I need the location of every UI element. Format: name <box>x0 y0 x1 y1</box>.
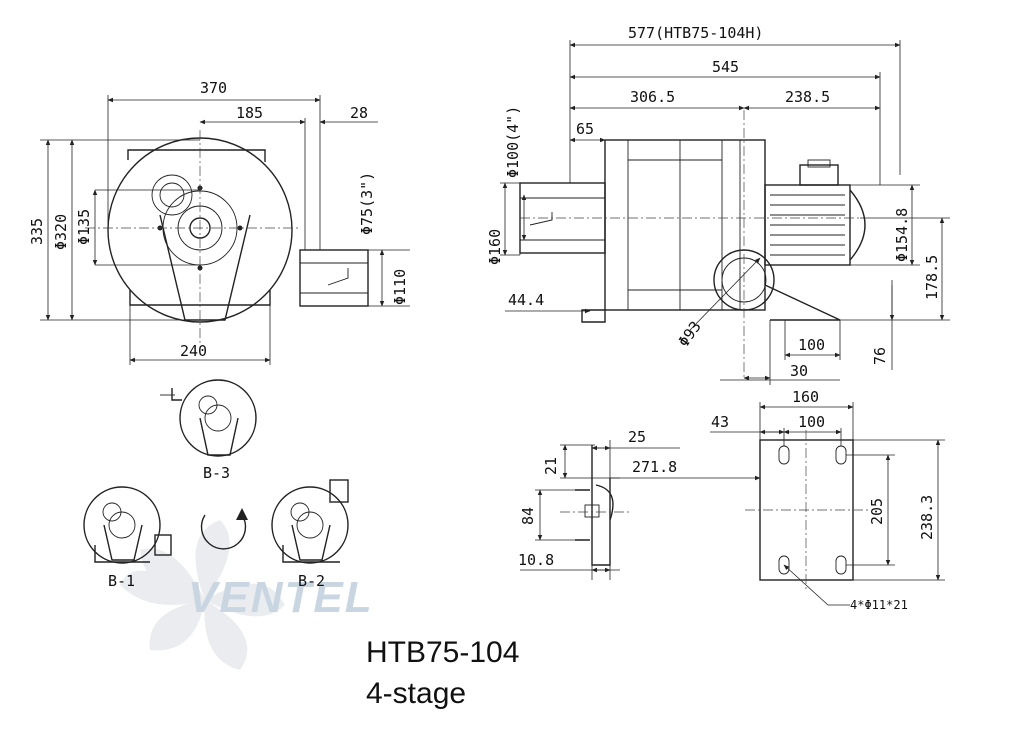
dim-160: 160 <box>792 388 819 406</box>
side-view <box>519 110 866 380</box>
dim-phi135: Φ135 <box>75 209 93 245</box>
dim-545: 545 <box>712 58 739 76</box>
dim-phi75: Φ75(3") <box>358 172 376 235</box>
label-b2: B-2 <box>298 572 325 590</box>
label-b1: B-1 <box>108 572 135 590</box>
dim-10-8: 10.8 <box>518 551 554 569</box>
front-view <box>85 130 369 345</box>
dim-phi160: Φ160 <box>486 229 504 265</box>
dim-phi100: Φ100(4") <box>504 106 522 178</box>
dim-240: 240 <box>180 342 207 360</box>
dim-335: 335 <box>28 218 46 245</box>
dim-370: 370 <box>200 79 227 97</box>
dim-577: 577(HTB75-104H) <box>628 24 763 42</box>
stages-label: 4-stage <box>366 677 467 710</box>
label-b3: B-3 <box>203 464 230 482</box>
dim-30: 30 <box>790 362 808 380</box>
dim-43: 43 <box>711 413 729 431</box>
dim-185: 185 <box>236 104 263 122</box>
bracket-side-view <box>560 445 630 566</box>
dim-178-5: 178.5 <box>923 255 941 300</box>
dim-238-3: 238.3 <box>918 495 936 540</box>
dim-21: 21 <box>542 457 560 475</box>
dim-76: 76 <box>871 347 889 365</box>
dim-238-5: 238.5 <box>785 88 830 106</box>
dim-holes: 4*Φ11*21 <box>850 598 908 612</box>
side-dims <box>500 40 950 385</box>
model-title: HTB75-104 <box>366 636 520 669</box>
dim-100-plate: 100 <box>798 413 825 431</box>
variant-b1 <box>83 486 172 564</box>
dim-phi93: Φ93 <box>675 318 705 351</box>
front-dims <box>40 95 410 365</box>
watermark-fan-logo <box>120 520 285 670</box>
dim-44-4: 44.4 <box>508 291 544 309</box>
variant-b2 <box>271 479 349 564</box>
dim-28: 28 <box>350 104 368 122</box>
dim-phi154-8: Φ154.8 <box>893 208 911 262</box>
watermark-text: VENTEL <box>188 573 374 622</box>
dim-phi320: Φ320 <box>52 214 70 250</box>
rotation-arrow-icon <box>200 508 248 550</box>
base-plate <box>745 430 870 590</box>
dim-25: 25 <box>628 428 646 446</box>
dim-100-side: 100 <box>798 336 825 354</box>
dim-65: 65 <box>576 120 594 138</box>
dim-306-5: 306.5 <box>630 88 675 106</box>
base-plate-dims <box>710 402 945 606</box>
dim-205: 205 <box>868 498 886 525</box>
dim-271-8: 271.8 <box>632 458 677 476</box>
bracket-dims <box>520 440 761 580</box>
dim-phi110: Φ110 <box>391 269 409 305</box>
variant-b3 <box>160 379 257 457</box>
dim-84: 84 <box>519 507 537 525</box>
